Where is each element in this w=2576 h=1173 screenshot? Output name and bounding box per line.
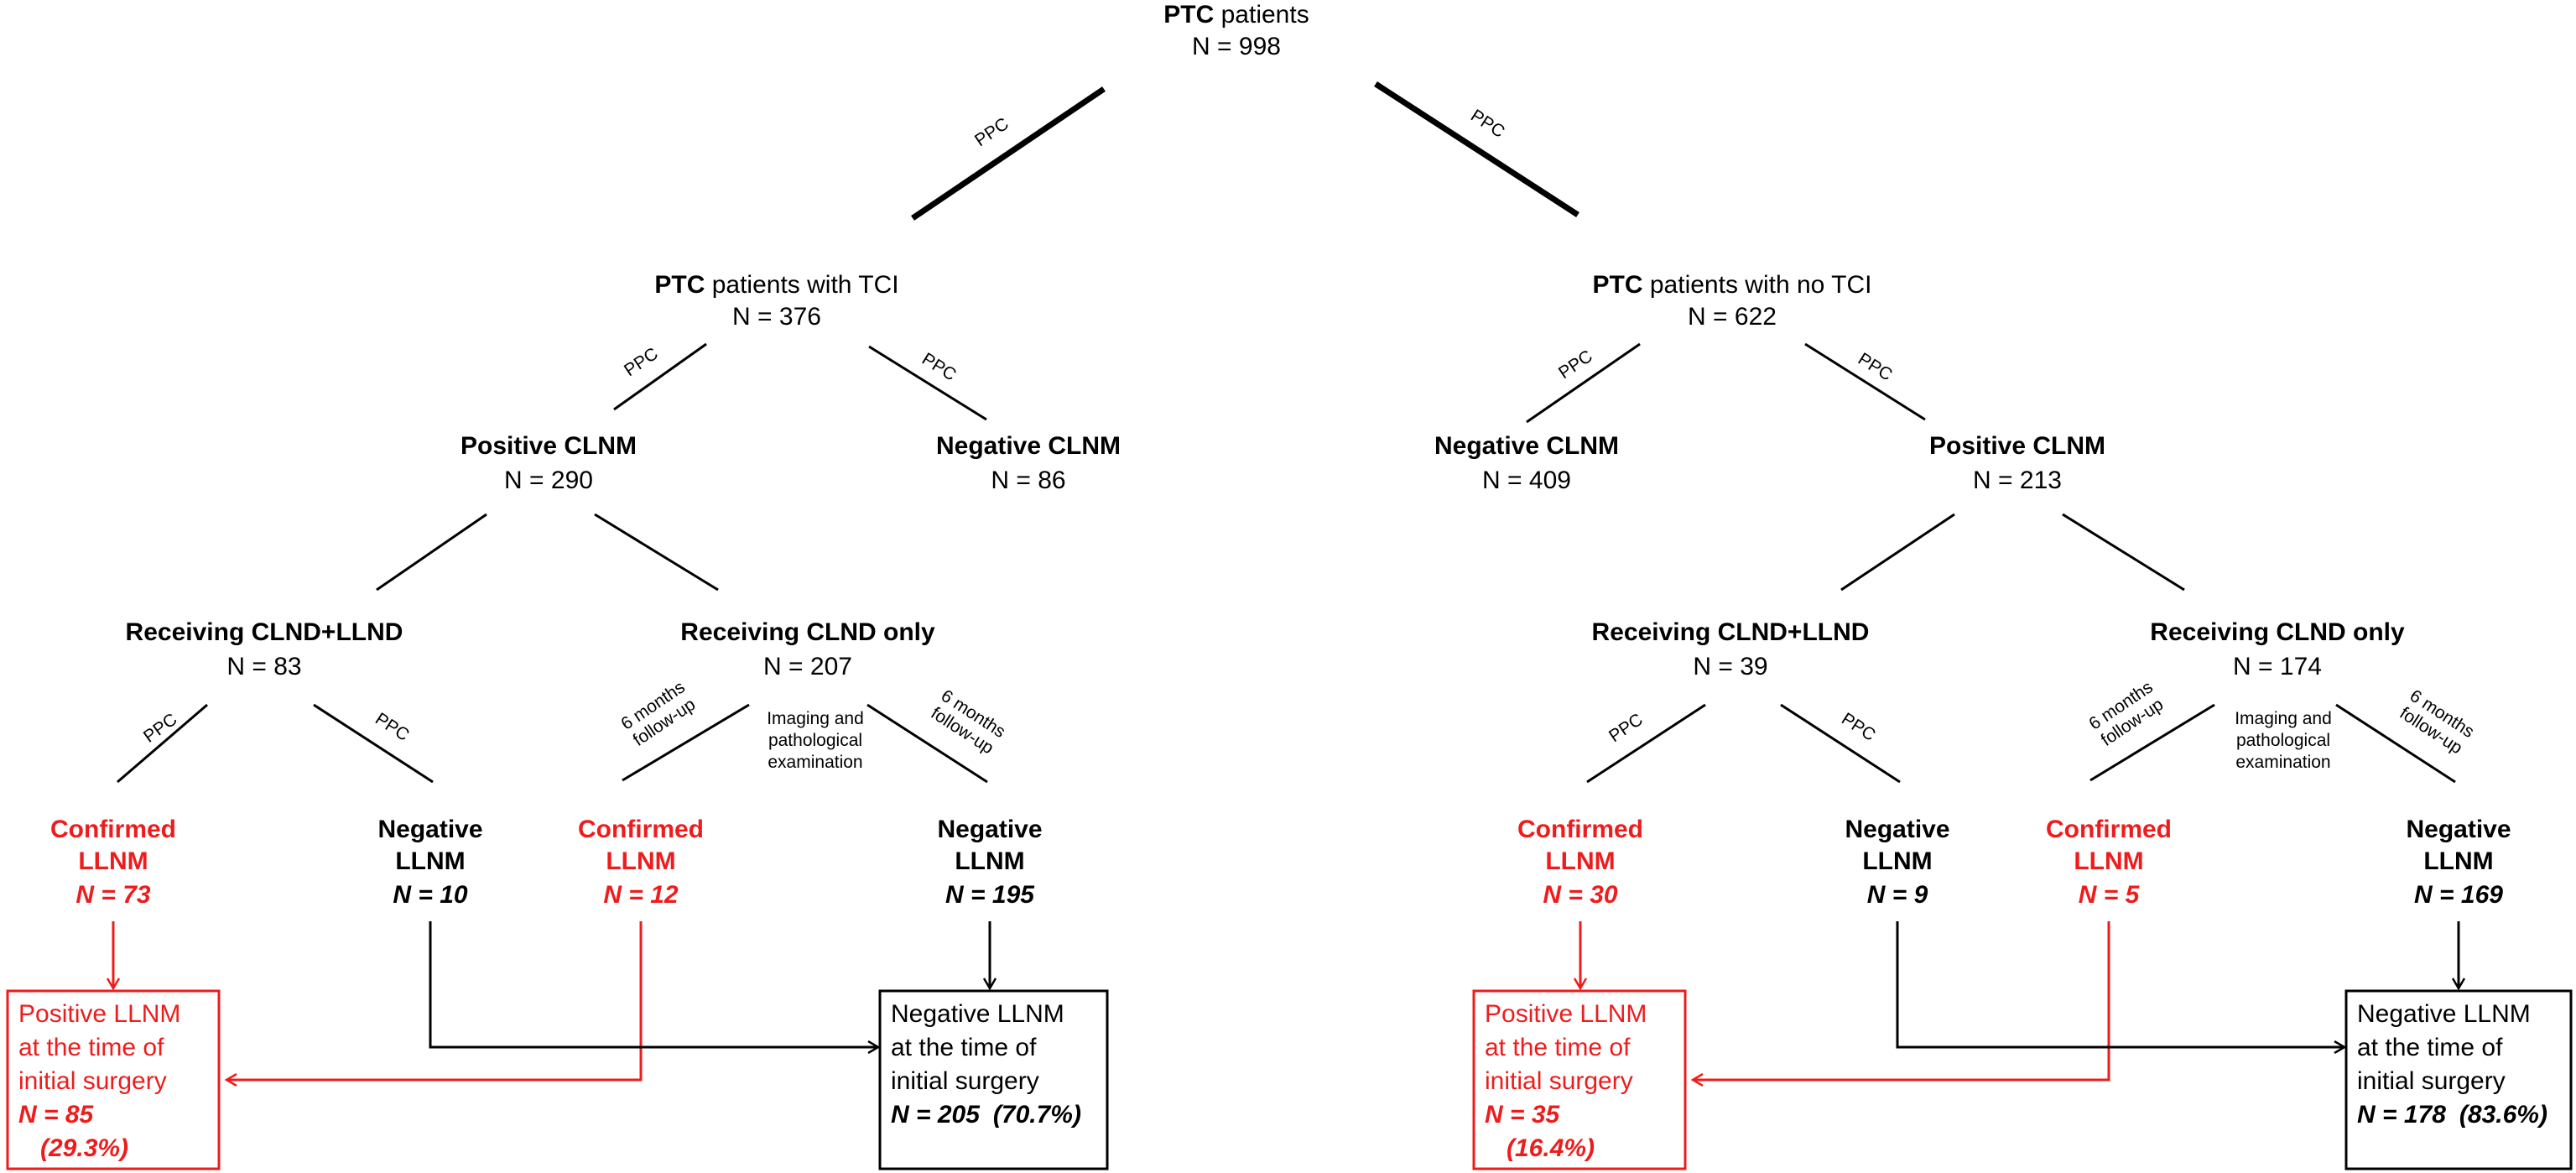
tci-positive-box-n: N = 85 <box>18 1101 95 1129</box>
edge-label-ppc: PPC <box>621 344 662 380</box>
notci-clnd-llnd-label: Receiving CLND+LLND <box>1592 618 1870 646</box>
connector-positive-clnd-only <box>2062 513 2185 592</box>
connector-clnd-llnd-confirmed <box>1586 703 1706 784</box>
arrow-confirmed-5-to-positive-box <box>1693 921 2110 1080</box>
notci-positive-clnm-n: N = 213 <box>1973 467 2062 494</box>
notci-negative-llnm-box <box>2344 989 2573 1170</box>
notci-clnd-only-n: N = 174 <box>2233 653 2322 680</box>
connector-root-notci <box>1374 81 1579 217</box>
connector-clnd-only-negative <box>2335 703 2456 784</box>
edge-label-ppc: PPC <box>140 710 180 747</box>
edge-label-ppc: PPC <box>1467 106 1508 142</box>
arrow-confirmed-12-to-positive-box <box>226 921 643 1080</box>
notci-negative-clnm-label: Negative CLNM <box>1434 432 1619 460</box>
edge-label-ppc: PPC <box>372 709 413 745</box>
connector-tci-positive <box>613 342 707 411</box>
tci-positive-llnm-box <box>6 989 221 1170</box>
notci-positive-clnm-label: Positive CLNM <box>1929 432 2105 460</box>
edge-label-ppc: PPC <box>1838 709 1879 745</box>
tci-positive-box-pct: (29.3%) <box>40 1134 128 1162</box>
notci-negative-box-n: N = 178(83.6%) <box>2357 1101 2547 1129</box>
notci-negative-clnm-n: N = 409 <box>1482 467 1571 494</box>
connector-tci-negative <box>868 345 987 421</box>
tci-clnd-llnd-label: Receiving CLND+LLND <box>126 618 403 646</box>
tci-leaf-confirmed-llnm-1-n: N = 73 <box>75 881 151 909</box>
connector-notci-positive <box>1804 342 1926 421</box>
notci-clnd-llnd-n: N = 39 <box>1693 653 1767 680</box>
connector-clnd-llnd-confirmed <box>117 703 208 784</box>
connector-clnd-only-confirmed <box>2089 703 2215 782</box>
tci-leaf-negative-llnm-2-n: N = 10 <box>393 881 468 909</box>
tci-title: PTC patients with TCI <box>654 271 898 299</box>
edge-label-ppc: PPC <box>919 349 960 384</box>
edge-label-follow-up: 6 monthsfollow-up <box>927 686 1009 759</box>
notci-leaf-confirmed-llnm-1-n: N = 30 <box>1543 881 1618 909</box>
connector-positive-clnd-llnd <box>1840 513 1955 592</box>
tci-positive-clnm-label: Positive CLNM <box>461 432 637 460</box>
notci-leaf-negative-llnm-2-n: N = 9 <box>1867 881 1928 909</box>
connector-positive-clnd-llnd <box>376 513 487 592</box>
tci-leaf-negative-llnm-4-n: N = 195 <box>945 881 1035 909</box>
edge-label-ppc: PPC <box>1605 710 1647 746</box>
tci-clnd-llnd-n: N = 83 <box>226 653 301 680</box>
tci-negative-llnm-box <box>878 989 1109 1170</box>
tci-clnd-only-label: Receiving CLND only <box>680 618 935 646</box>
connector-clnd-llnd-negative <box>313 703 434 784</box>
notci-positive-box-pct: (16.4%) <box>1507 1134 1595 1162</box>
connector-positive-clnd-only <box>594 513 719 592</box>
notci-clnd-only-label: Receiving CLND only <box>2150 618 2405 646</box>
connector-notci-negative <box>1526 342 1641 424</box>
connector-clnd-only-confirmed <box>622 703 750 782</box>
tci-leaf-confirmed-llnm-3-n: N = 12 <box>603 881 679 909</box>
edge-label-follow-up: 6 monthsfollow-up <box>617 677 700 750</box>
connector-root-tci <box>911 86 1106 221</box>
notci-positive-box-n: N = 35 <box>1485 1101 1561 1129</box>
tci-n: N = 376 <box>732 303 821 331</box>
notci-leaf-confirmed-llnm-3-n: N = 5 <box>2079 881 2141 909</box>
tci-clnd-only-n: N = 207 <box>763 653 852 680</box>
notci-positive-llnm-box <box>1472 989 1687 1170</box>
arrow-negative-9-to-negative-box <box>1896 921 2344 1047</box>
edge-label-ppc: PPC <box>971 114 1012 150</box>
notci-title: PTC patients with no TCI <box>1593 271 1872 299</box>
notci-leaf-negative-llnm-4-n: N = 169 <box>2414 881 2503 909</box>
edge-label-follow-up: 6 monthsfollow-up <box>2396 686 2478 759</box>
root-title: PTC patients <box>1163 1 1309 29</box>
tci-negative-box-n: N = 205(70.7%) <box>891 1101 1081 1129</box>
notci-n: N = 622 <box>1688 303 1777 331</box>
root-n: N = 998 <box>1192 33 1281 60</box>
arrow-negative-10-to-negative-box <box>429 921 878 1047</box>
tci-negative-clnm-label: Negative CLNM <box>936 432 1121 460</box>
tci-negative-clnm-n: N = 86 <box>991 467 1065 494</box>
connector-clnd-llnd-negative <box>1780 703 1901 784</box>
tci-positive-clnm-n: N = 290 <box>504 467 593 494</box>
connector-clnd-only-negative <box>866 703 988 784</box>
